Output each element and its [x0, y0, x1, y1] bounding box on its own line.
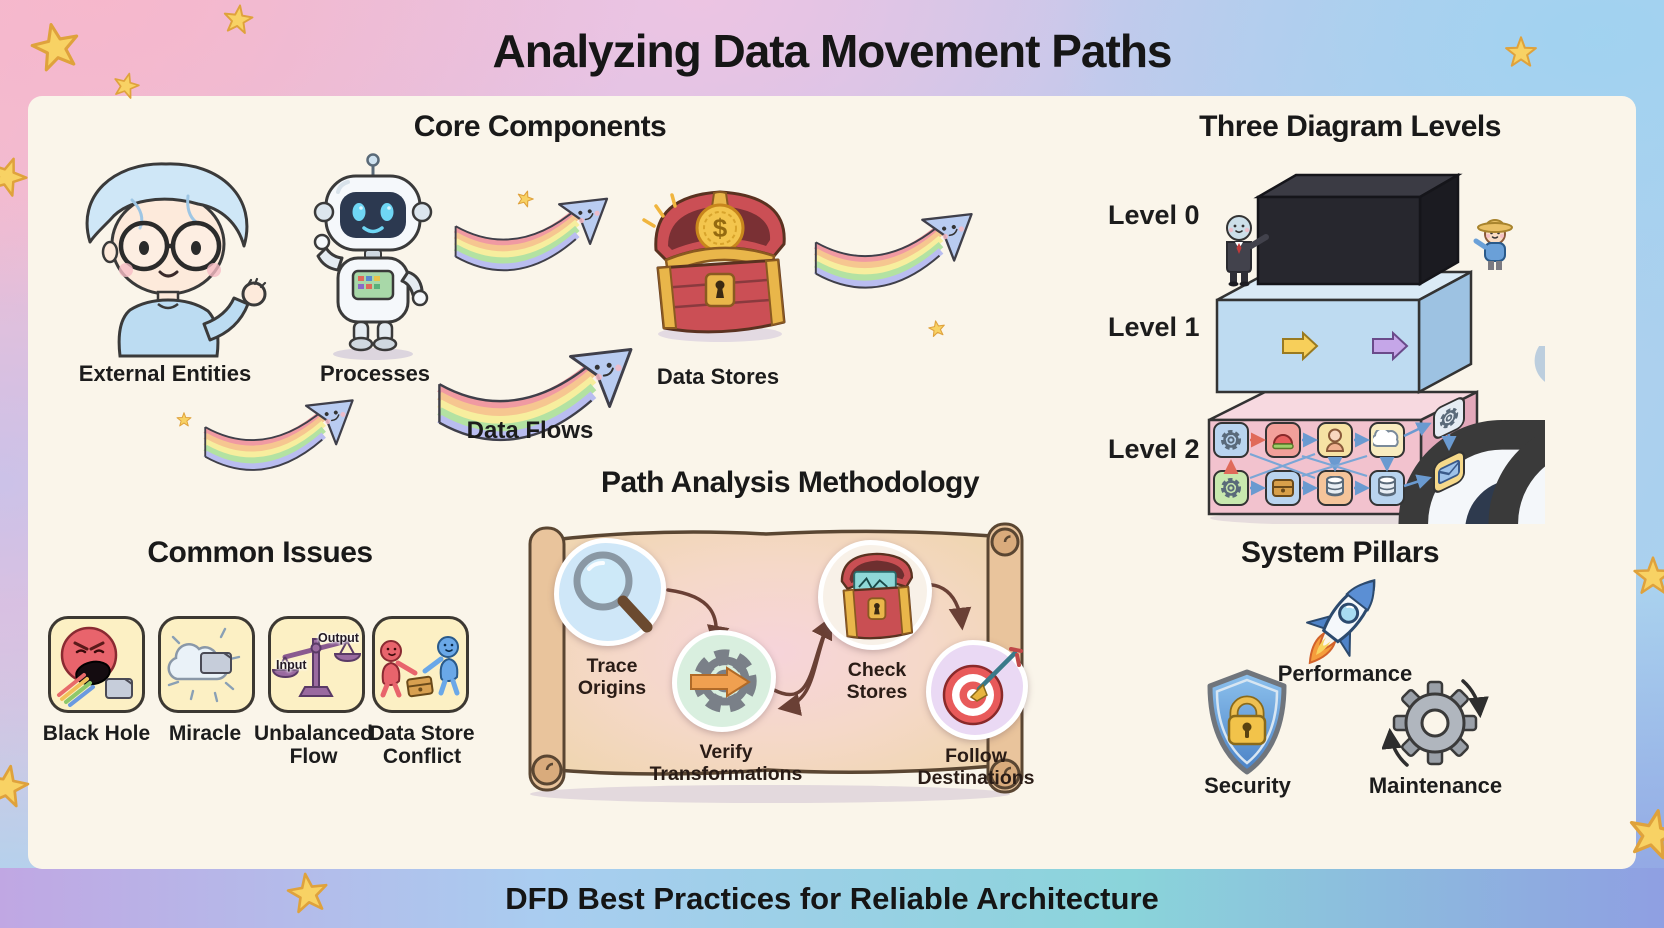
scale-input-label: Input — [276, 658, 307, 672]
scale-output-label: Output — [318, 631, 359, 645]
maintenance-label: Maintenance — [1368, 773, 1503, 798]
footer-tagline: DFD Best Practices for Reliable Architec… — [505, 881, 1159, 916]
miracle-cloud-icon — [167, 627, 241, 703]
page-title: Analyzing Data Movement Paths — [492, 25, 1172, 77]
rainbow-arrow-icon — [168, 390, 398, 490]
system-pillars-heading: System Pillars — [1240, 536, 1440, 569]
star-icon — [1632, 556, 1664, 598]
rainbow-arrow-icon — [428, 336, 653, 466]
trace-origins-label: Trace Origins — [577, 655, 647, 699]
core-components-heading: Core Components — [413, 110, 667, 143]
farmer-figure — [1473, 219, 1513, 270]
security-label: Security — [1204, 773, 1291, 798]
black-hole-label: Black Hole — [42, 722, 151, 745]
businessman-figure — [1226, 215, 1269, 287]
magnifier-icon — [573, 551, 653, 633]
level-2-label: Level 2 — [1108, 434, 1200, 464]
methodology-heading: Path Analysis Methodology — [600, 466, 980, 499]
rocket-icon — [1306, 579, 1376, 665]
black-hole-monster-icon — [57, 626, 133, 707]
target-arrow-icon — [942, 647, 1023, 726]
verify-transformations-label: Verify Transformations — [649, 741, 803, 785]
footer-band — [0, 868, 1664, 928]
trace-origins-blob — [554, 538, 666, 646]
unbalanced-flow-label: Unbalanced Flow — [253, 722, 374, 769]
shield-lock-icon — [1207, 669, 1287, 775]
check-stores-label: Check Stores — [846, 659, 908, 703]
tug-of-war-icon — [380, 636, 460, 698]
data-flows-label: Data Flows — [466, 417, 594, 444]
unbalanced-flow-tile: Input Output — [268, 616, 365, 713]
methodology-scroll: Trace Origins Verify Transformations Che… — [496, 498, 1044, 805]
black-hole-tile — [48, 616, 145, 713]
coin-dollar-symbol: $ — [713, 213, 728, 243]
small-treasure-chest-icon — [840, 552, 914, 640]
diagram-levels-stack-illustration — [1207, 172, 1545, 524]
external-entities-label: External Entities — [78, 361, 252, 386]
level-0-label: Level 0 — [1108, 200, 1200, 230]
diagram-levels-heading: Three Diagram Levels — [1199, 110, 1501, 143]
level-1-label: Level 1 — [1108, 312, 1200, 342]
sparkle-star-icon — [927, 319, 948, 340]
data-store-conflict-label: Data Store Conflict — [369, 722, 475, 769]
check-stores-blob — [818, 540, 932, 650]
verify-transformations-blob — [672, 630, 776, 732]
boy-external-entity-illustration — [85, 162, 267, 358]
common-issues-heading: Common Issues — [147, 536, 373, 569]
level2-icon-grid — [1213, 422, 1432, 506]
rainbow-arrow-icon — [808, 186, 988, 326]
robot-process-illustration — [313, 153, 433, 360]
data-stores-label: Data Stores — [656, 364, 780, 389]
maintenance-gear-icon — [1382, 679, 1489, 767]
miracle-tile — [158, 616, 255, 713]
treasure-chest-icon: $ — [642, 190, 786, 342]
sparkle-star-icon — [176, 412, 192, 428]
follow-destinations-label: Follow Destinations — [917, 745, 1035, 789]
data-store-conflict-tile — [372, 616, 469, 713]
rainbow-arrow-icon — [448, 182, 623, 297]
performance-label: Performance — [1277, 661, 1413, 686]
miracle-label: Miracle — [168, 722, 242, 745]
processes-label: Processes — [319, 361, 431, 386]
gear-arrow-icon — [690, 635, 771, 727]
follow-destinations-blob — [926, 640, 1028, 740]
balance-scale-icon — [271, 638, 361, 697]
